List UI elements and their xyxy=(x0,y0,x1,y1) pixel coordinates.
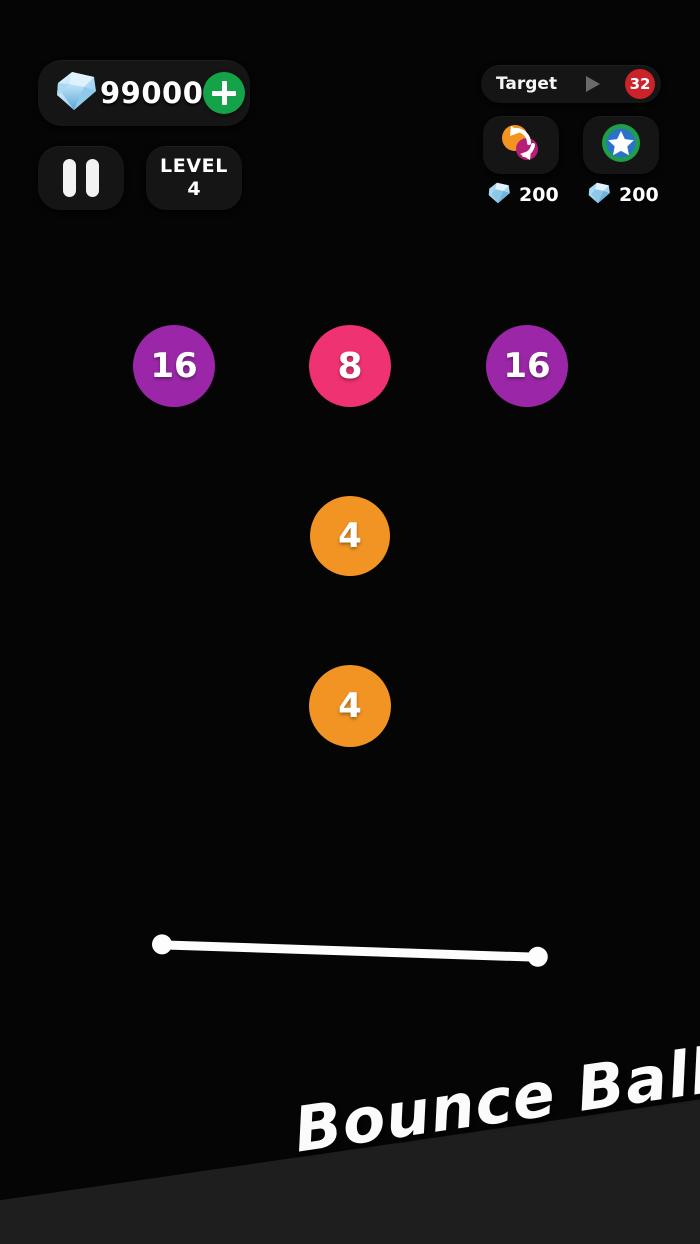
game-ball[interactable]: 4 xyxy=(310,496,390,576)
target-count-badge: 32 xyxy=(625,69,655,99)
powerup-swap-cost: 200 xyxy=(486,182,559,208)
target-label: Target xyxy=(496,74,558,94)
powerup-star-cost-value: 200 xyxy=(619,184,659,206)
game-ball-value: 4 xyxy=(338,686,362,726)
game-ball[interactable]: 4 xyxy=(309,665,391,747)
powerup-swap-button[interactable] xyxy=(483,116,559,174)
game-ball[interactable]: 16 xyxy=(133,325,215,407)
game-ball-value: 16 xyxy=(503,346,551,386)
game-ball[interactable]: 16 xyxy=(486,325,568,407)
powerup-swap-cost-value: 200 xyxy=(519,184,559,206)
diamond-gem-icon xyxy=(586,181,612,210)
level-label: LEVEL xyxy=(160,155,228,177)
aim-line[interactable] xyxy=(151,934,549,968)
level-value: 4 xyxy=(187,178,201,200)
level-indicator: LEVEL 4 xyxy=(146,146,242,210)
game-ball[interactable]: 8 xyxy=(309,325,391,407)
diamond-gem-icon xyxy=(52,69,100,118)
game-ball-value: 4 xyxy=(338,516,362,556)
pause-button[interactable] xyxy=(38,146,124,210)
aim-line-end-knob[interactable] xyxy=(527,946,549,968)
powerup-star-button[interactable] xyxy=(583,116,659,174)
target-chip: Target 32 xyxy=(481,65,661,103)
diamond-gem-icon xyxy=(486,181,512,210)
pause-icon-bar-2 xyxy=(86,159,99,197)
game-ball-value: 16 xyxy=(150,346,198,386)
aim-line-shaft xyxy=(160,940,539,962)
play-triangle-icon xyxy=(586,76,601,92)
gem-amount: 99000 xyxy=(100,76,204,110)
swap-arrows-icon xyxy=(497,121,545,170)
add-gems-button[interactable] xyxy=(203,72,246,114)
game-ball-value: 8 xyxy=(337,345,363,387)
gem-counter: 99000 xyxy=(38,60,250,126)
pause-icon xyxy=(63,159,76,197)
star-icon xyxy=(599,121,643,170)
powerup-star-cost: 200 xyxy=(586,182,659,208)
